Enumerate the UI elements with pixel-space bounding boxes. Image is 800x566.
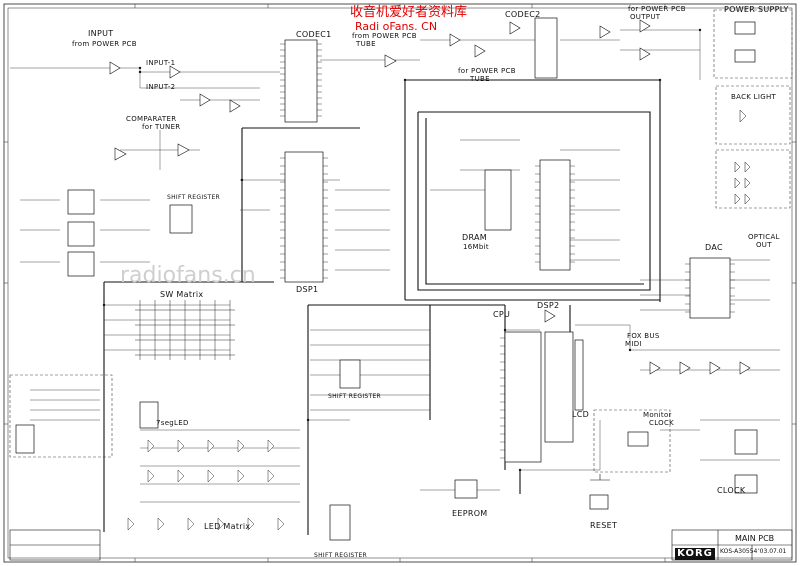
watermark-cn: 收音机爱好者资料库 [350,5,468,20]
label-cpu: CPU [493,310,511,319]
cpu-ic [504,331,542,463]
label-optical-out: OUT [756,241,772,249]
label-tube-1: TUBE [356,40,376,48]
label-shift-register-3: SHIFT REGISTER [314,552,368,559]
reset-button [590,474,610,481]
label-monitor-clock: CLOCK [649,419,675,427]
dsp2-ic [544,331,574,443]
korg-logo: KORG [675,548,715,560]
seven-seg-connector [139,401,159,429]
label-midi: MIDI [625,340,642,348]
label-input-1: INPUT-1 [146,59,176,67]
label-dram-size: 16Mbit [463,243,489,251]
lr-ic-1 [67,189,95,215]
label-shift-register-1: SHIFT REGISTER [167,194,221,201]
label-dsp1: DSP1 [296,285,319,294]
label-input-2: INPUT-2 [146,83,176,91]
label-eeprom: EEPROM [452,509,488,518]
codec2-ic [534,17,558,79]
label-codec2: CODEC2 [505,10,541,19]
watermark-mid: radiofans.cn [120,263,256,288]
watermark-en: Radi oFans. CN [355,20,438,33]
title-date: '03.07.01 [758,548,787,555]
label-input: INPUT [88,29,114,38]
label-from-power-pcb-2: from POWER PCB [352,32,417,40]
codec1-ic [284,39,318,123]
label-monitor: Monitor [643,411,672,419]
clock-osc-ic [734,474,758,494]
lcd-connector [574,339,584,411]
label-comparator: COMPARATER [126,115,177,123]
label-fox-bus: FOX BUS [627,332,660,340]
shift-register-2-ic [339,359,361,389]
power-supply-reg-2 [734,49,756,63]
clock-ic [734,429,758,455]
label-for-power-pcb-tube: for POWER PCB [458,67,516,75]
label-dram: DRAM [462,233,487,242]
lr-ic-3 [67,251,95,277]
power-supply-reg-1 [734,21,756,35]
backlight-leds [734,109,751,205]
label-codec1: CODEC1 [296,30,332,39]
reset-ic [589,494,609,510]
title-block [9,529,793,561]
label-shift-register-2: SHIFT REGISTER [328,393,382,400]
op-amps [109,19,751,375]
dac-ic [689,257,731,319]
lr-ic-2 [67,221,95,247]
dsp1-ic [284,151,324,283]
label-for-tuner: for TUNER [142,123,181,131]
label-output: OUTPUT [630,13,661,21]
main-wiring [103,79,661,535]
label-for-power-pcb-output: for POWER PCB [628,5,686,13]
block-boundaries [9,9,793,473]
sw-matrix-array [135,300,235,360]
label-sw-matrix: SW Matrix [160,290,204,299]
title-part-no: KOS-A30554 [720,548,758,555]
monitor-clock-ic [627,431,649,447]
sw-connector [15,424,35,454]
shift-register-3-ic [329,504,351,541]
label-seven-seg: 7segLED [156,419,189,427]
label-dsp2: DSP2 [537,301,560,310]
label-optical: OPTICAL [748,233,780,241]
label-tube-2: TUBE [470,75,490,83]
title-main-pcb: MAIN PCB [735,534,775,543]
shift-register-1-ic [169,204,193,234]
label-reset: RESET [590,521,618,530]
frame-ticks [4,4,796,562]
label-led-matrix: LED Matrix [204,522,251,531]
label-back-light: BACK LIGHT [731,93,777,101]
led-matrix-array [127,439,285,531]
label-dac: DAC [705,243,723,252]
label-lcd: LCD [572,410,590,419]
label-power-supply: POWER SUPPLY [724,5,789,14]
ic-packages [15,17,758,541]
label-clock: CLOCK [717,486,746,495]
junctions [102,28,702,472]
label-from-power-pcb: from POWER PCB [72,40,137,48]
ic-pins [280,43,735,459]
eeprom-ic [454,479,478,499]
dram-ic [539,159,571,271]
dram-buffer-ic [484,169,512,231]
